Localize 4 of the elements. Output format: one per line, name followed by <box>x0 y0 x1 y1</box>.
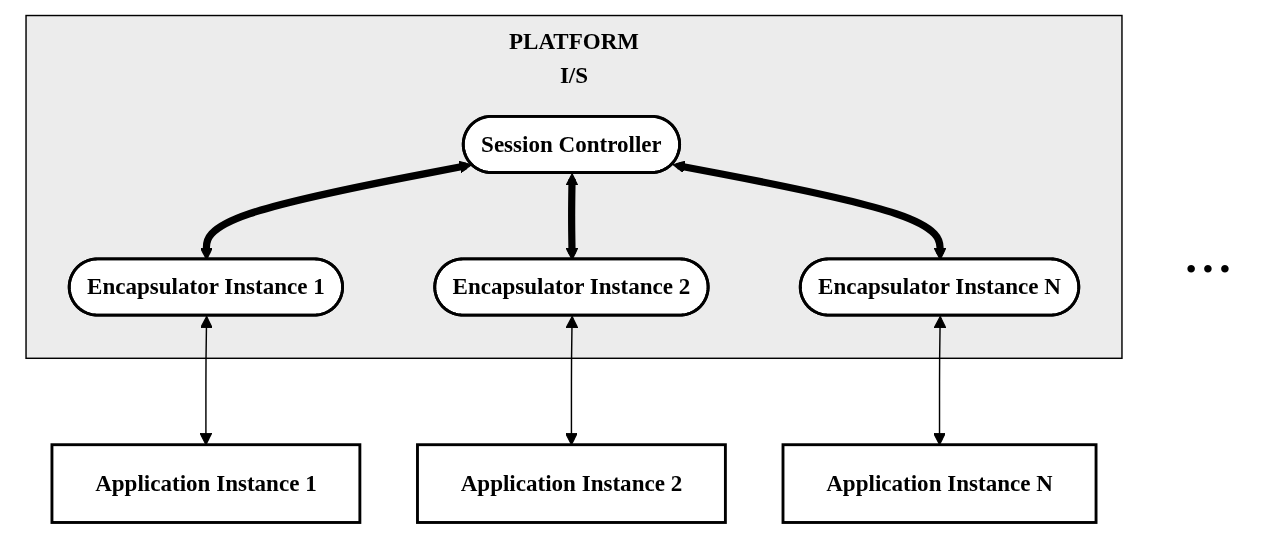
ellipsis-note: • • • <box>1185 253 1231 285</box>
node-box: Application Instance 1 <box>50 443 362 524</box>
node-box: Application Instance 2 <box>416 443 727 524</box>
node-box: Application Instance N <box>781 443 1098 524</box>
